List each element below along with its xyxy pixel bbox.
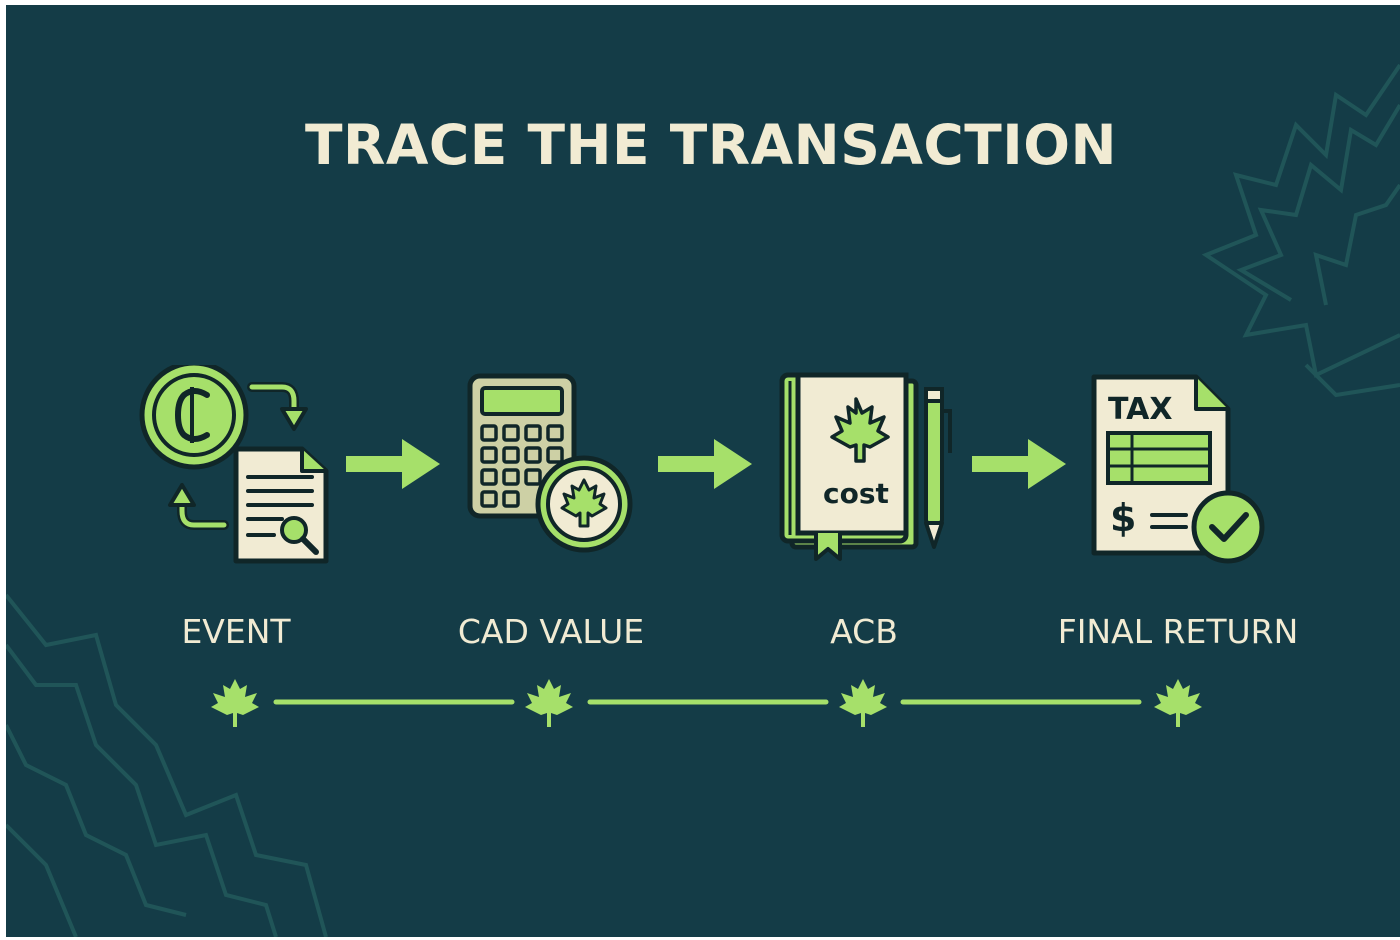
cost-book-pencil-icon: cost <box>779 372 952 561</box>
step-label-event: EVENT <box>181 612 291 651</box>
progress-timeline <box>211 679 1202 727</box>
background-maple-leaf-decoration <box>6 63 1400 937</box>
maple-leaf-icon <box>1154 679 1202 727</box>
maple-leaf-icon <box>839 679 887 727</box>
page-title: TRACE THE TRANSACTION <box>304 113 1118 177</box>
tax-form-label: TAX <box>1108 392 1172 427</box>
dollar-sign: $ <box>1110 496 1136 540</box>
book-cost-text: cost <box>823 477 889 510</box>
step-label-cad-value: CAD VALUE <box>457 612 645 651</box>
step-label-acb: ACB <box>830 612 898 651</box>
diagram-canvas: TRACE THE TRANSACTION <box>6 5 1400 937</box>
step-label-final-return: FINAL RETURN <box>1057 612 1299 651</box>
flow-arrow-right-icon <box>346 439 440 489</box>
flow-arrow-right-icon <box>972 439 1066 489</box>
flow-arrow-right-icon <box>658 439 752 489</box>
maple-leaf-icon <box>211 679 259 727</box>
calculator-maple-coin-icon <box>467 373 633 553</box>
crypto-exchange-document-icon <box>139 365 329 564</box>
tax-form-check-icon: TAX $ <box>1091 374 1265 564</box>
maple-leaf-icon <box>525 679 573 727</box>
